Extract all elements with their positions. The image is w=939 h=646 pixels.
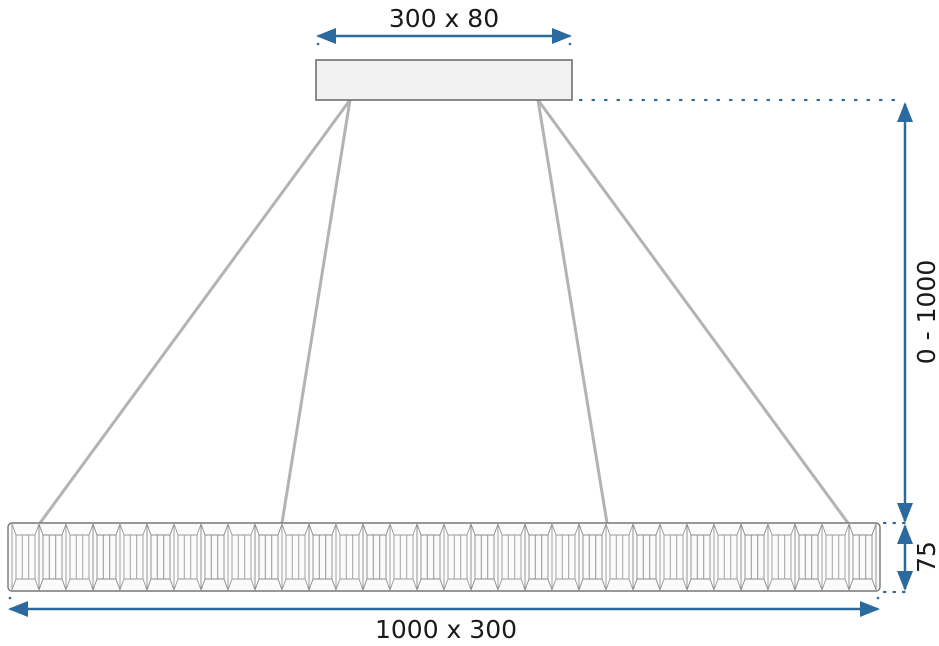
cable-inner-right <box>536 99 609 524</box>
crystal-block <box>443 523 472 591</box>
ring-dimension: 1000 x 300 <box>8 596 880 644</box>
crystal-block <box>362 523 391 591</box>
crystal-block <box>416 523 445 591</box>
canopy-dimension: 300 x 80 <box>316 4 572 46</box>
crystal-block <box>335 523 364 591</box>
crystal-block <box>65 523 94 591</box>
ceiling-canopy <box>315 59 573 101</box>
crystal-ring <box>7 522 881 592</box>
crystal-block <box>146 523 175 591</box>
crystal-block <box>497 523 526 591</box>
cable-inner-left <box>280 99 352 524</box>
crystal-block <box>11 523 40 591</box>
crystal-block <box>686 523 715 591</box>
ring-dimension-label: 1000 x 300 <box>375 615 517 644</box>
drop-dimension-label: 0 - 1000 <box>912 260 939 364</box>
crystal-block <box>524 523 553 591</box>
crystal-block <box>173 523 202 591</box>
crystal-block <box>821 523 850 591</box>
crystal-block <box>389 523 418 591</box>
crystal-block <box>308 523 337 591</box>
crystal-block <box>200 523 229 591</box>
ring-height-dimension: 75 <box>897 524 939 591</box>
crystal-block <box>227 523 256 591</box>
crystal-block <box>254 523 283 591</box>
extension-lines <box>578 98 907 594</box>
crystal-block <box>767 523 796 591</box>
canopy-dimension-label: 300 x 80 <box>389 4 499 33</box>
suspension-cables <box>38 99 850 524</box>
crystal-block <box>659 523 688 591</box>
crystal-block <box>740 523 769 591</box>
drop-dimension: 0 - 1000 <box>897 102 939 523</box>
crystal-block <box>551 523 580 591</box>
crystal-block <box>38 523 67 591</box>
crystal-block <box>632 523 661 591</box>
ring-height-dimension-label: 75 <box>912 541 939 573</box>
crystal-block <box>848 523 877 591</box>
cable-outer-right <box>536 99 850 524</box>
crystal-block <box>605 523 634 591</box>
crystal-block <box>281 523 310 591</box>
cable-outer-left <box>38 99 352 524</box>
crystal-block <box>578 523 607 591</box>
crystal-block <box>92 523 121 591</box>
ring-crystals <box>11 523 877 591</box>
crystal-block <box>470 523 499 591</box>
crystal-block <box>794 523 823 591</box>
crystal-block <box>713 523 742 591</box>
crystal-block <box>119 523 148 591</box>
